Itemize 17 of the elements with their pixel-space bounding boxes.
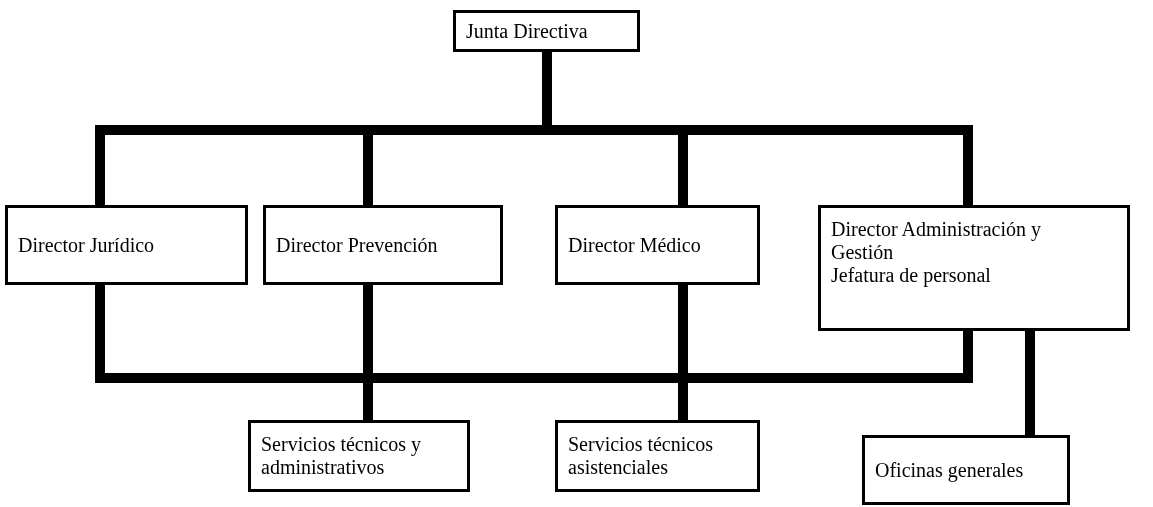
org-box — [555, 420, 760, 492]
org-box — [555, 205, 760, 285]
box-label: Oficinas generales — [875, 458, 1024, 482]
org-box — [263, 205, 503, 285]
org-box — [453, 10, 640, 52]
org-box — [5, 205, 248, 285]
box-label: Director Jurídico — [18, 233, 155, 257]
org-box — [248, 420, 470, 492]
org-box — [818, 205, 1130, 331]
box-label: Director Prevención — [276, 233, 438, 257]
box-label: Junta Directiva — [466, 19, 588, 43]
box-label: Director Administración y Gestión — [831, 218, 1042, 264]
box-label: Servicios técnicos asistenciales — [568, 433, 714, 479]
box-label: Director Médico — [568, 233, 701, 257]
box-label: Servicios técnicos y administrativos — [261, 433, 422, 479]
box-label: Jefatura de personal — [831, 264, 991, 287]
org-box — [862, 435, 1070, 505]
